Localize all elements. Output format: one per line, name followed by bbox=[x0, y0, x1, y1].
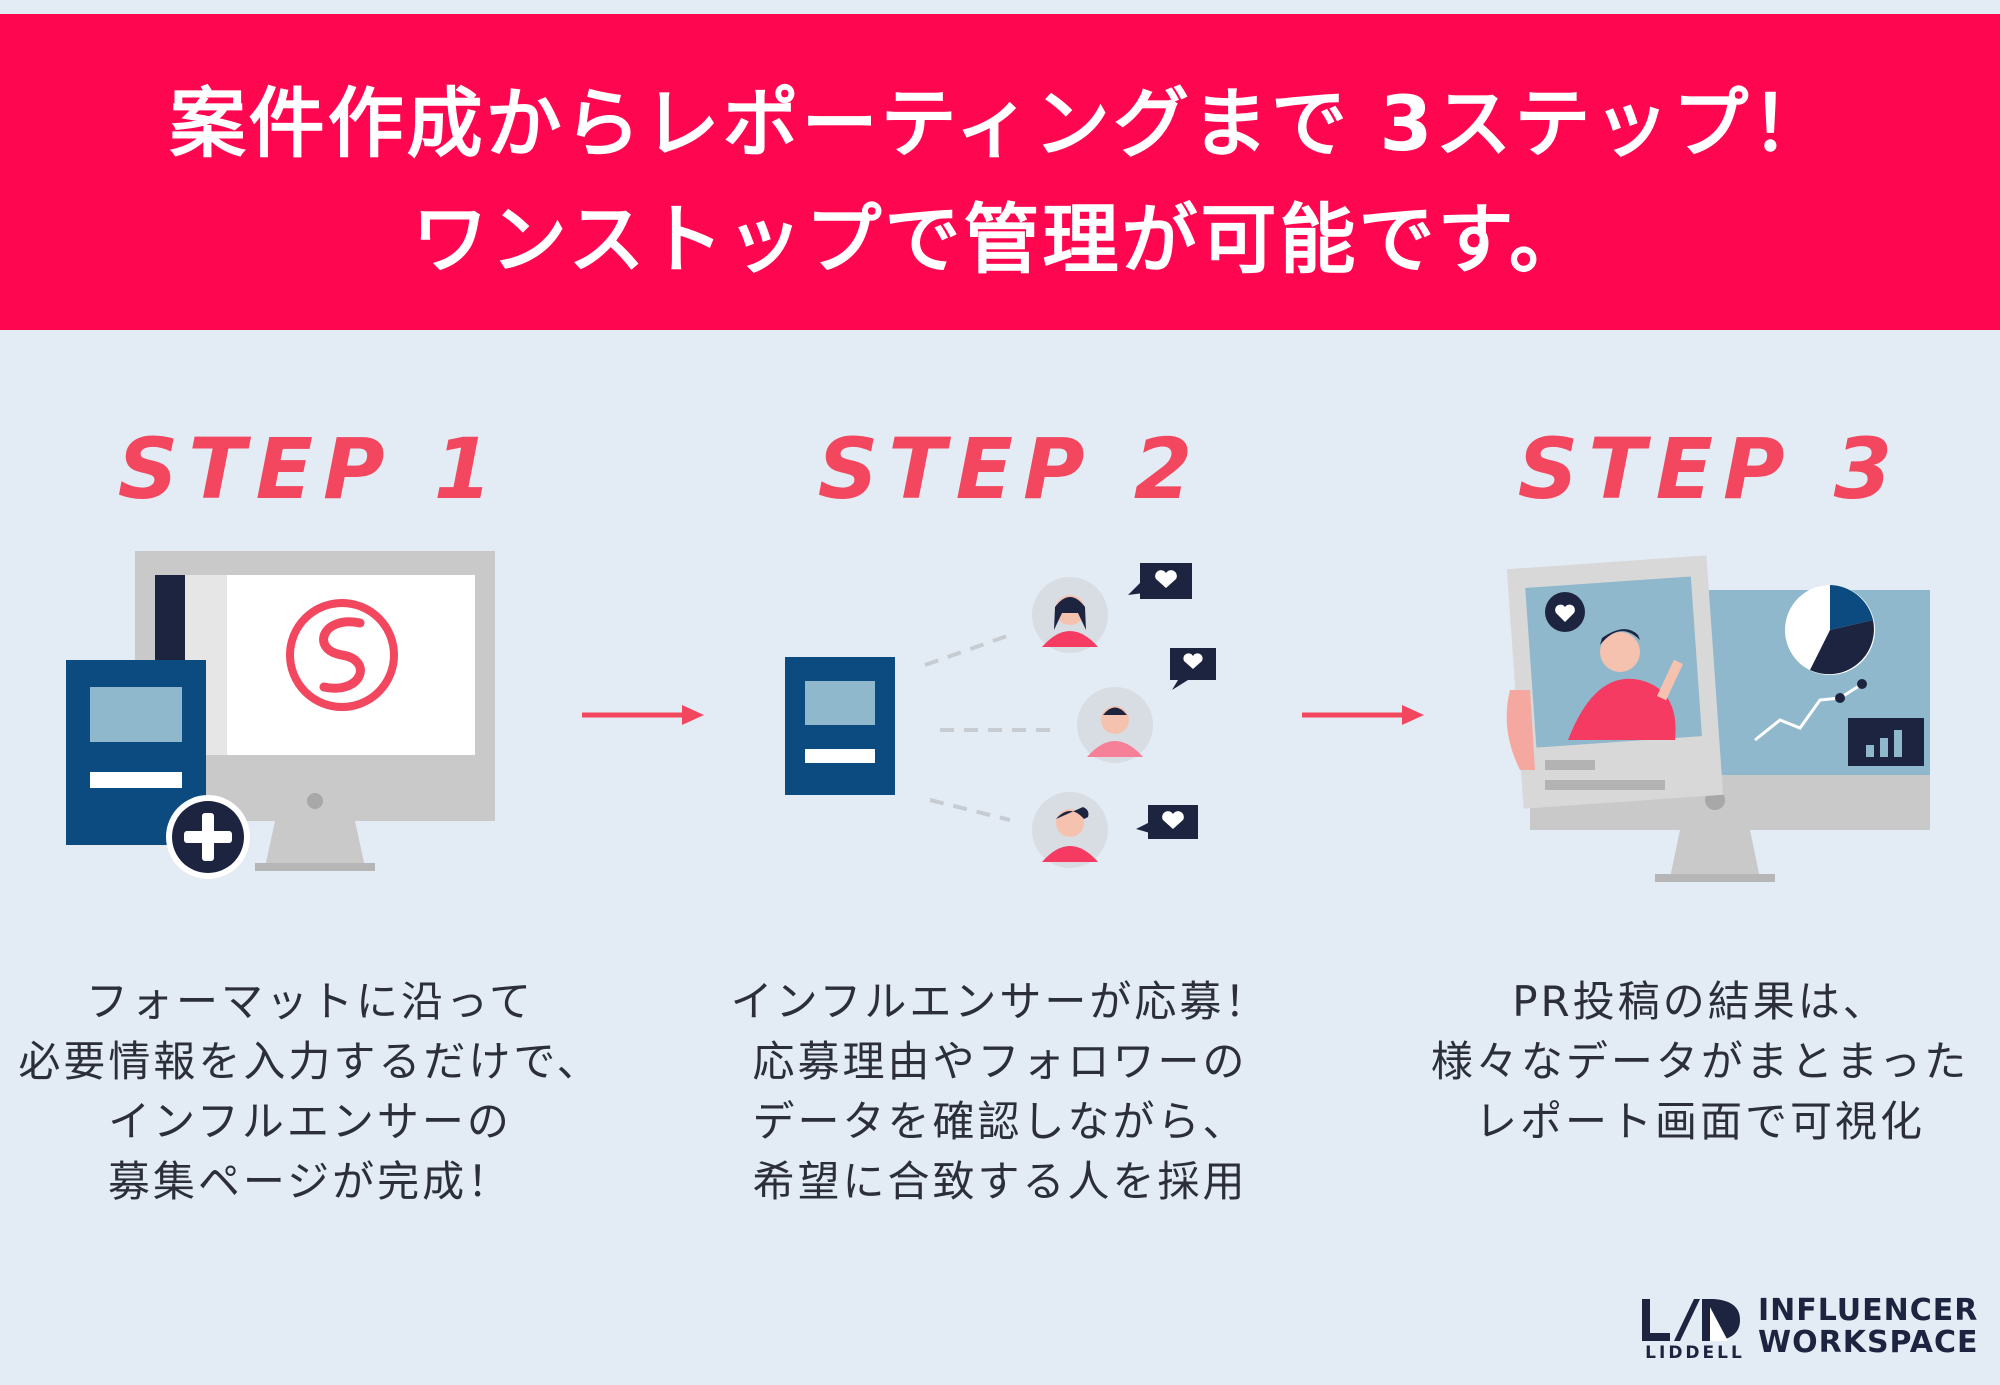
step-2-desc-line: データを確認しながら、 bbox=[752, 1097, 1248, 1146]
logo-name-line-2: WORKSPACE bbox=[1758, 1325, 1979, 1360]
bar-chart-icon bbox=[1848, 718, 1924, 766]
step-1-illustration bbox=[66, 551, 495, 879]
heart-bubble-icon bbox=[1170, 648, 1216, 690]
step-3-description: PR投稿の結果は、 様々なデータがまとまった レポート画面で可視化 bbox=[1390, 972, 2000, 1152]
photo-post-icon bbox=[1506, 555, 1724, 809]
arrow-right-icon bbox=[1302, 705, 1424, 725]
step-1-desc-line: インフルエンサーの bbox=[108, 1097, 512, 1146]
step-1-description: フォーマットに沿って 必要情報を入力するだけで、 インフルエンサーの 募集ページ… bbox=[0, 972, 620, 1212]
step-1-desc-line: フォーマットに沿って bbox=[86, 977, 534, 1026]
plus-icon bbox=[166, 795, 250, 879]
document-icon bbox=[785, 657, 895, 795]
heart-bubble-icon bbox=[1128, 563, 1192, 599]
step-2-desc-line: インフルエンサーが応募！ bbox=[730, 977, 1270, 1026]
liddell-logo-icon bbox=[1642, 1299, 1740, 1341]
heart-bubble-icon bbox=[1136, 805, 1198, 839]
influencer-icon bbox=[1032, 792, 1108, 868]
step-1-title: STEP 1 bbox=[117, 420, 503, 518]
step-3-title: STEP 3 bbox=[1517, 420, 1903, 518]
line-chart-icon bbox=[1754, 679, 1867, 742]
step-2-desc-line: 応募理由やフォロワーの bbox=[752, 1037, 1248, 1086]
step-3-desc-line: レポート画面で可視化 bbox=[1474, 1097, 1925, 1146]
arrow-right-icon bbox=[582, 705, 704, 725]
headline-line-1: 案件作成からレポーティングまで 3ステップ！ bbox=[169, 79, 1831, 168]
pie-chart-icon bbox=[1785, 585, 1875, 675]
logo-name-line-1: INFLUENCER bbox=[1758, 1293, 1979, 1328]
logo-sub-text: LIDDELL bbox=[1645, 1343, 1745, 1363]
step-1-desc-line: 募集ページが完成！ bbox=[107, 1157, 513, 1206]
step-1-desc-line: 必要情報を入力するだけで、 bbox=[18, 1037, 602, 1086]
step-3-illustration bbox=[1506, 555, 1930, 882]
step-2-description: インフルエンサーが応募！ 応募理由やフォロワーの データを確認しながら、 希望に… bbox=[690, 972, 1310, 1212]
influencer-icon bbox=[1032, 577, 1108, 653]
brand-logo-icon bbox=[286, 599, 398, 711]
liddell-influencer-workspace-logo: LIDDELL INFLUENCER WORKSPACE bbox=[1640, 1285, 1980, 1365]
step-2-illustration bbox=[785, 563, 1216, 868]
connection-lines bbox=[924, 633, 1050, 822]
headline-line-2: ワンストップで管理が可能です。 bbox=[412, 195, 1588, 284]
influencer-icon bbox=[1077, 687, 1153, 763]
step-3-desc-line: 様々なデータがまとまった bbox=[1430, 1037, 1970, 1086]
step-3-desc-line: PR投稿の結果は、 bbox=[1512, 977, 1888, 1026]
step-2-desc-line: 希望に合致する人を採用 bbox=[752, 1157, 1248, 1206]
header-banner bbox=[0, 14, 2000, 330]
step-2-title: STEP 2 bbox=[817, 420, 1203, 518]
